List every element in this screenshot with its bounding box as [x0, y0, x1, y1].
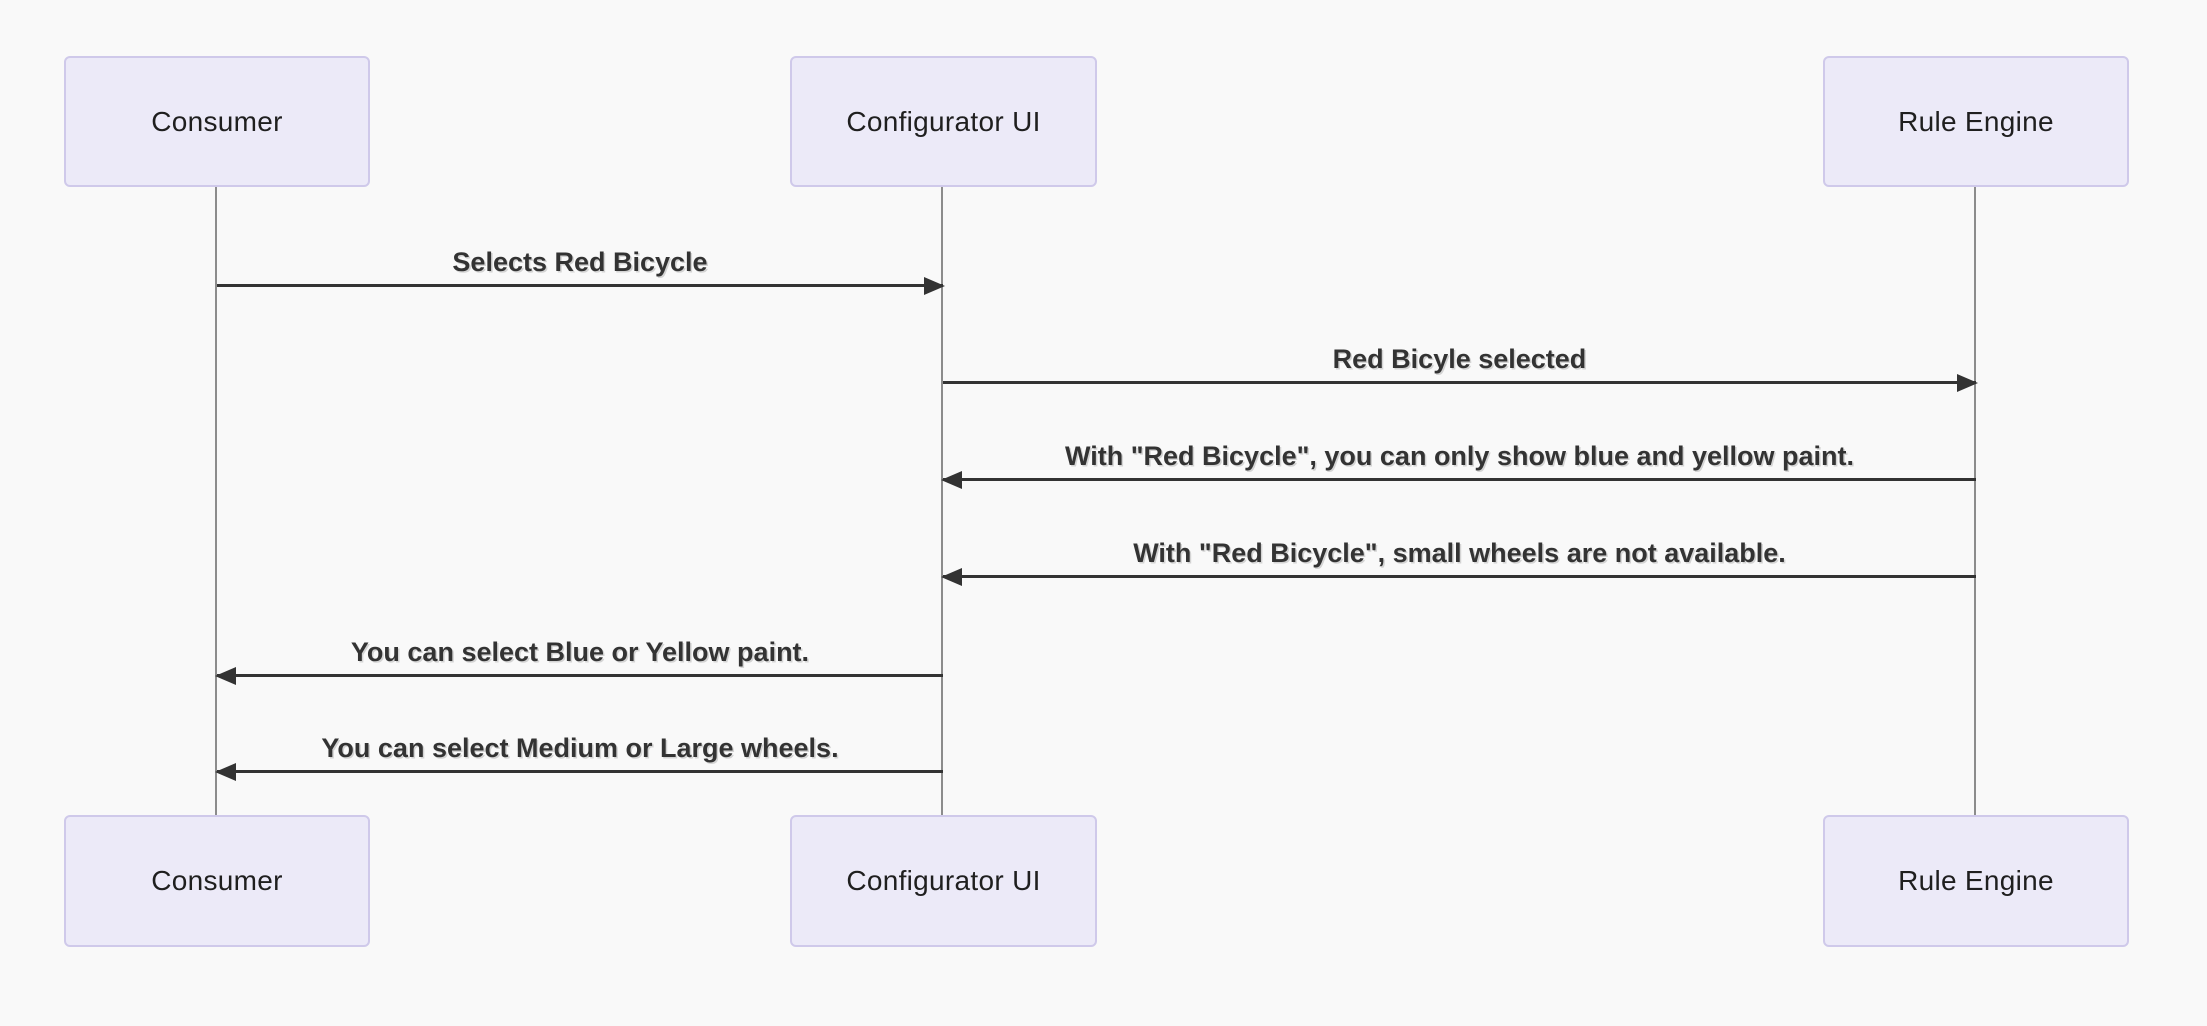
message-select-blue-or-yellow-label: You can select Blue or Yellow paint. — [350, 637, 810, 667]
message-select-blue-or-yellow: You can select Blue or Yellow paint. — [215, 635, 943, 685]
arrowhead-left-icon — [215, 667, 236, 685]
message-small-wheels-unavailable: With "Red Bicycle", small wheels are not… — [941, 536, 1976, 586]
message-red-bicyle-selected-label: Red Bicyle selected — [1332, 344, 1587, 374]
message-selects-red-bicycle: Selects Red Bicycle — [217, 245, 945, 295]
message-small-wheels-unavailable-label: With "Red Bicycle", small wheels are not… — [1133, 538, 1786, 568]
message-selects-red-bicycle-label: Selects Red Bicycle — [452, 247, 708, 277]
actor-rule-engine-top: Rule Engine — [1823, 56, 2129, 187]
arrowhead-left-icon — [941, 471, 962, 489]
actor-configurator-ui-bottom-label: Configurator UI — [846, 865, 1041, 896]
arrowhead-left-icon — [215, 763, 236, 781]
actor-consumer-top-label: Consumer — [151, 105, 283, 137]
actor-configurator-ui-top-label: Configurator UI — [846, 105, 1041, 137]
message-selects-red-bicycle-arrow — [217, 277, 945, 295]
message-select-medium-or-large-label: You can select Medium or Large wheels. — [321, 733, 839, 763]
actor-consumer-top: Consumer — [64, 56, 370, 187]
actor-rule-engine-top-label: Rule Engine — [1898, 105, 2054, 137]
message-select-medium-or-large: You can select Medium or Large wheels. — [215, 731, 943, 781]
message-only-blue-yellow-paint-label: With "Red Bicycle", you can only show bl… — [1065, 441, 1854, 471]
lifeline-rule-engine — [1974, 187, 1976, 815]
arrowhead-right-icon — [1957, 374, 1978, 392]
message-red-bicyle-selected: Red Bicyle selected — [943, 342, 1978, 392]
lifeline-configurator-ui — [941, 187, 943, 815]
message-small-wheels-unavailable-arrow — [941, 568, 1976, 586]
message-red-bicyle-selected-arrow — [943, 374, 1978, 392]
message-select-blue-or-yellow-arrow — [215, 667, 943, 685]
actor-configurator-ui-bottom: Configurator UI — [790, 815, 1097, 947]
message-select-medium-or-large-arrow — [215, 763, 943, 781]
arrowhead-right-icon — [924, 277, 945, 295]
actor-consumer-bottom-label: Consumer — [151, 865, 283, 896]
message-only-blue-yellow-paint-arrow — [941, 471, 1976, 489]
message-only-blue-yellow-paint: With "Red Bicycle", you can only show bl… — [941, 439, 1976, 489]
actor-configurator-ui-top: Configurator UI — [790, 56, 1097, 187]
actor-consumer-bottom: Consumer — [64, 815, 370, 947]
actor-rule-engine-bottom: Rule Engine — [1823, 815, 2129, 947]
arrowhead-left-icon — [941, 568, 962, 586]
actor-rule-engine-bottom-label: Rule Engine — [1898, 865, 2054, 896]
lifeline-consumer — [215, 187, 217, 815]
